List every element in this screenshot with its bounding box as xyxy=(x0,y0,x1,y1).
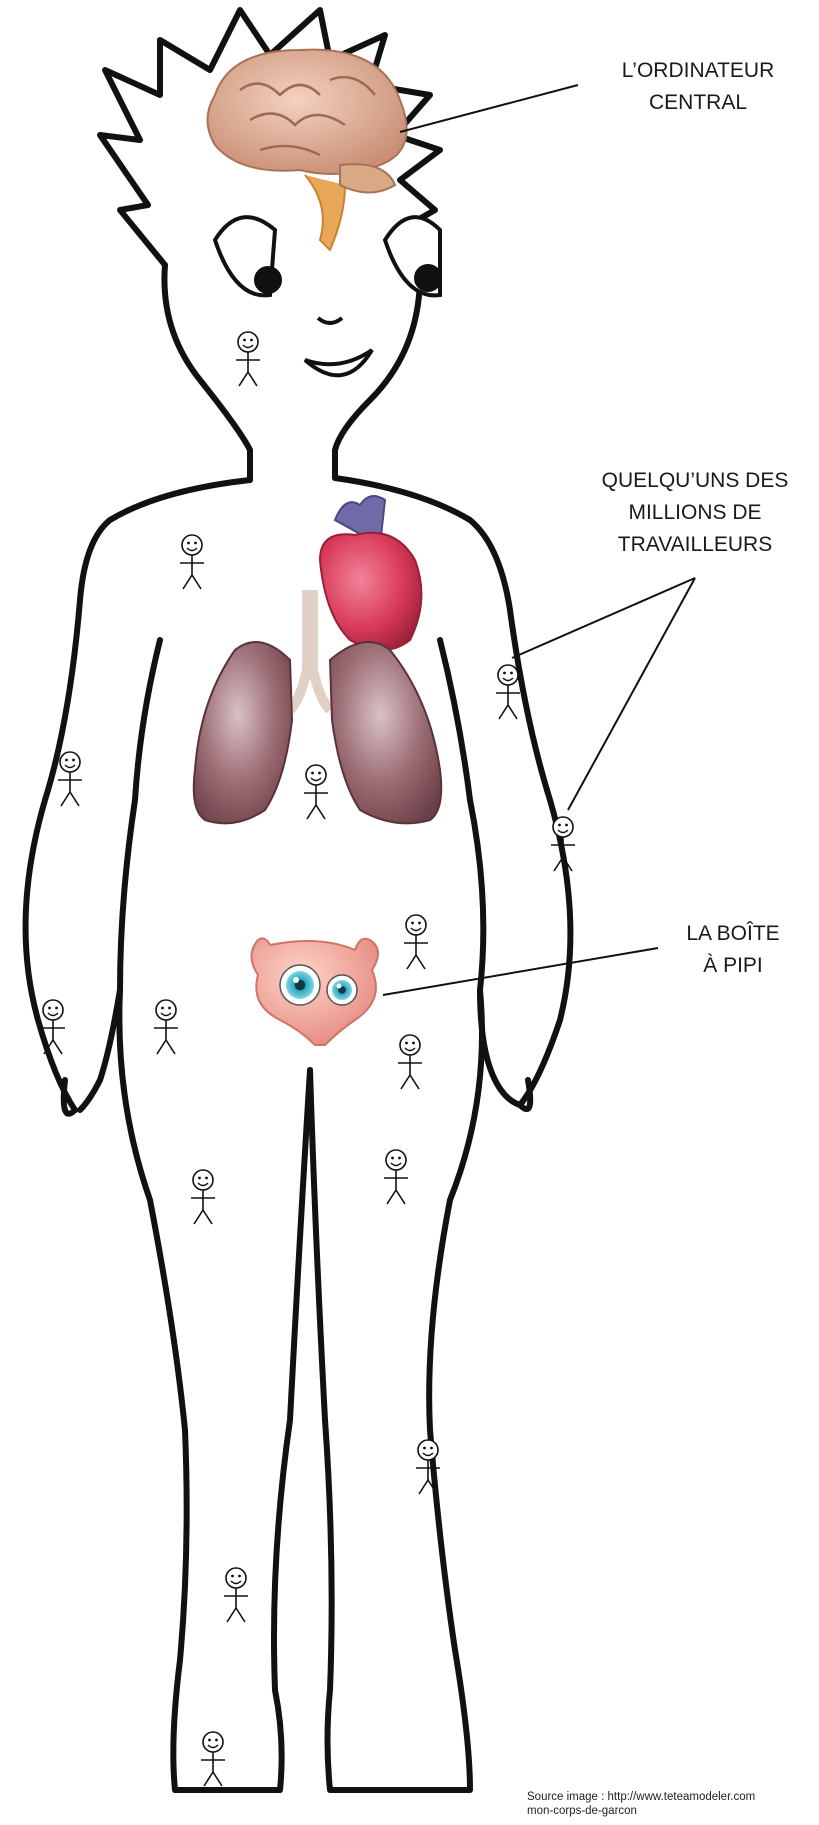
stick-figure-icon xyxy=(191,1170,215,1224)
heart-icon xyxy=(320,496,421,650)
stick-figure-icon xyxy=(154,1000,178,1054)
stick-figure-icon xyxy=(398,1035,422,1089)
body-outline xyxy=(26,10,571,1790)
workers-leader-line-1 xyxy=(512,578,695,658)
stick-figure-icon xyxy=(404,915,428,969)
stick-figure-icon xyxy=(180,535,204,589)
stick-figure-icon xyxy=(304,765,328,819)
bladder-icon xyxy=(252,938,379,1045)
label-workers: QUELQU’UNS DES MILLIONS DE TRAVAILLEURS xyxy=(570,465,819,561)
stick-figure-icon xyxy=(496,665,520,719)
workers-leader-line-2 xyxy=(568,578,695,810)
stick-figure-icon xyxy=(384,1150,408,1204)
stick-figure-icon xyxy=(201,1732,225,1786)
label-brain: L’ORDINATEUR CENTRAL xyxy=(588,55,808,119)
source-line-2: mon-corps-de-garcon xyxy=(527,1804,819,1818)
image-source-credit: Source image : http://www.teteamodeler.c… xyxy=(527,1790,819,1818)
stick-figure-icon xyxy=(224,1568,248,1622)
label-bladder: LA BOÎTE À PIPI xyxy=(658,918,808,982)
source-line-1: Source image : http://www.teteamodeler.c… xyxy=(527,1790,819,1804)
bladder-leader-line xyxy=(383,948,658,995)
stick-figure-icon xyxy=(236,332,260,386)
stick-figure-icon xyxy=(58,752,82,806)
